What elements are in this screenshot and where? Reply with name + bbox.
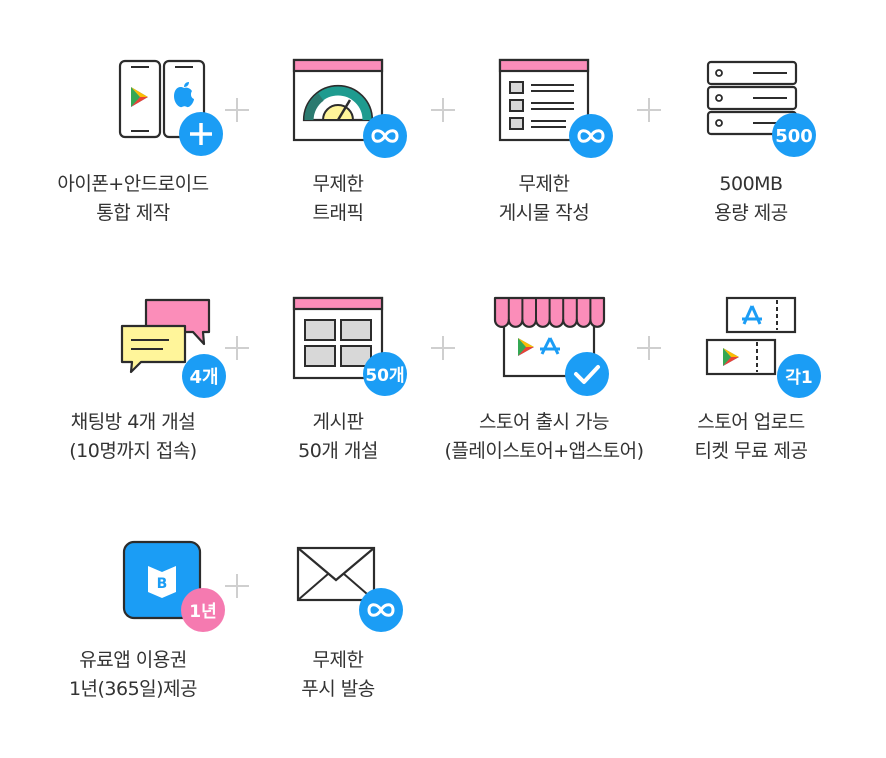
plus-separator-icon [431, 98, 455, 122]
feature-label: 무제한 트래픽 [238, 170, 438, 228]
count-badge [772, 113, 816, 157]
label-line-2: 티켓 무료 제공 [694, 440, 808, 462]
speedometer-icon [268, 58, 408, 168]
feature-unlimited-posts: 무제한 게시물 작성 [444, 58, 644, 278]
feature-label: 채팅방 4개 개설 (10명까지 접속) [33, 408, 233, 466]
plus-separator-icon [637, 336, 661, 360]
label-line-1: 무제한 [312, 173, 364, 195]
label-line-2: (10명까지 접속) [69, 440, 197, 462]
label-line-1: 무제한 [312, 649, 364, 671]
label-line-1: 스토어 업로드 [697, 411, 805, 433]
check-icon [565, 352, 609, 396]
label-line-2: (플레이스토어+앱스토어) [444, 440, 644, 462]
label-line-1: 채팅방 4개 개설 [70, 411, 196, 433]
label-line-1: 500MB [719, 173, 783, 195]
svg-text:4개: 4개 [189, 367, 218, 388]
label-line-1: 무제한 [518, 173, 570, 195]
label-line-2: 통합 제작 [96, 202, 170, 224]
count-badge [363, 352, 407, 396]
label-line-2: 1년(365일)제공 [68, 678, 198, 700]
ticket-icon: 각1 [681, 296, 821, 406]
feature-label: 아이폰+안드로이드 통합 제작 [33, 170, 233, 228]
label-line-2: 푸시 발송 [301, 678, 375, 700]
smartphone-icon [63, 58, 223, 168]
document-list-icon [474, 58, 614, 168]
feature-label: 무제한 푸시 발송 [238, 646, 438, 704]
feature-store-release: 스토어 출시 가능 (플레이스토어+앱스토어) [444, 296, 644, 516]
count-badge [777, 354, 821, 398]
feature-label: 500MB 용량 제공 [651, 170, 851, 228]
label-line-2: 용량 제공 [714, 202, 788, 224]
label-line-2: 게시물 작성 [498, 202, 590, 224]
feature-label: 유료앱 이용권 1년(365일)제공 [33, 646, 233, 704]
feature-label: 게시판 50개 개설 [238, 408, 438, 466]
envelope-icon [268, 534, 408, 644]
svg-text:1년: 1년 [189, 602, 216, 622]
svg-text:500: 500 [775, 126, 813, 147]
label-line-1: 스토어 출시 가능 [479, 411, 609, 433]
feature-label: 스토어 업로드 티켓 무료 제공 [651, 408, 851, 466]
feature-app-build: 아이폰+안드로이드 통합 제작 [33, 58, 233, 278]
feature-unlimited-push: 무제한 푸시 발송 [238, 534, 438, 754]
plus-separator-icon [225, 336, 249, 360]
plus-separator-icon [225, 98, 249, 122]
store-icon [474, 296, 614, 406]
feature-upload-ticket: 각1 스토어 업로드 티켓 무료 제공 [651, 296, 851, 516]
label-line-1: 게시판 [312, 411, 364, 433]
book-app-icon: B 1년 [63, 534, 225, 644]
count-badge [181, 588, 225, 632]
svg-text:각1: 각1 [785, 368, 812, 388]
svg-text:50개: 50개 [365, 366, 404, 386]
plus-separator-icon [637, 98, 661, 122]
feature-label: 무제한 게시물 작성 [444, 170, 644, 228]
label-line-2: 트래픽 [312, 202, 364, 224]
plus-separator-icon [431, 336, 455, 360]
label-line-2: 50개 개설 [298, 440, 378, 462]
label-line-1: 아이폰+안드로이드 [57, 173, 209, 195]
feature-paid-app-pass: B 1년 유료앱 이용권 1년(365일)제공 [33, 534, 233, 754]
svg-text:B: B [157, 576, 168, 592]
plus-separator-icon [225, 574, 249, 598]
feature-chat-rooms: 4개 채팅방 4개 개설 (10명까지 접속) [33, 296, 233, 516]
board-grid-icon: 50개 [268, 296, 408, 406]
feature-unlimited-traffic: 무제한 트래픽 [238, 58, 438, 278]
feature-label: 스토어 출시 가능 (플레이스토어+앱스토어) [444, 408, 644, 466]
label-line-1: 유료앱 이용권 [79, 649, 187, 671]
server-icon: 500 [681, 58, 821, 168]
feature-storage: 500 500MB 용량 제공 [651, 58, 851, 278]
chat-bubbles-icon: 4개 [63, 296, 226, 406]
count-badge [182, 354, 226, 398]
feature-boards: 50개 게시판 50개 개설 [238, 296, 438, 516]
